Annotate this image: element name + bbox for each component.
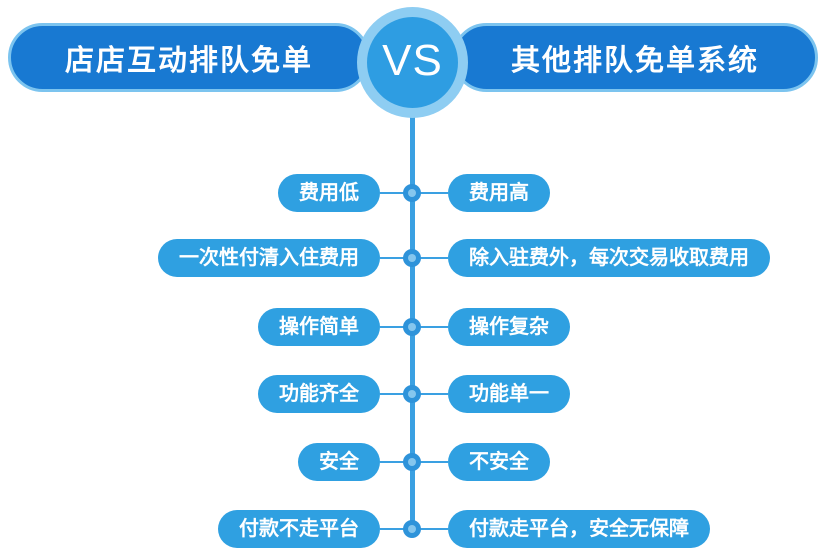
vs-badge-inner: VS [367,17,458,108]
right-pill: 不安全 [448,443,550,481]
node-dot [403,184,421,202]
right-pill: 操作复杂 [448,308,570,346]
node-dot [403,249,421,267]
node-dot [403,453,421,471]
left-pill: 功能齐全 [258,375,380,413]
right-pill: 费用高 [448,174,550,212]
left-pill: 费用低 [278,174,380,212]
right-header-title: 其他排队免单系统 [510,44,759,77]
node-dot [403,385,421,403]
left-header-banner: 店店互动排队免单 [8,23,370,92]
node-dot [403,318,421,336]
right-header-banner: 其他排队免单系统 [452,23,818,92]
left-pill: 操作简单 [258,308,380,346]
right-pill: 付款走平台，安全无保障 [448,510,710,548]
right-pill: 功能单一 [448,375,570,413]
vs-label: VS [382,35,443,85]
left-pill: 付款不走平台 [218,510,380,548]
left-header-title: 店店互动排队免单 [64,44,313,77]
left-pill: 一次性付清入住费用 [158,239,380,277]
vs-badge: VS [357,7,468,118]
left-pill: 安全 [298,443,380,481]
right-pill: 除入驻费外，每次交易收取费用 [448,239,770,277]
node-dot [403,520,421,538]
